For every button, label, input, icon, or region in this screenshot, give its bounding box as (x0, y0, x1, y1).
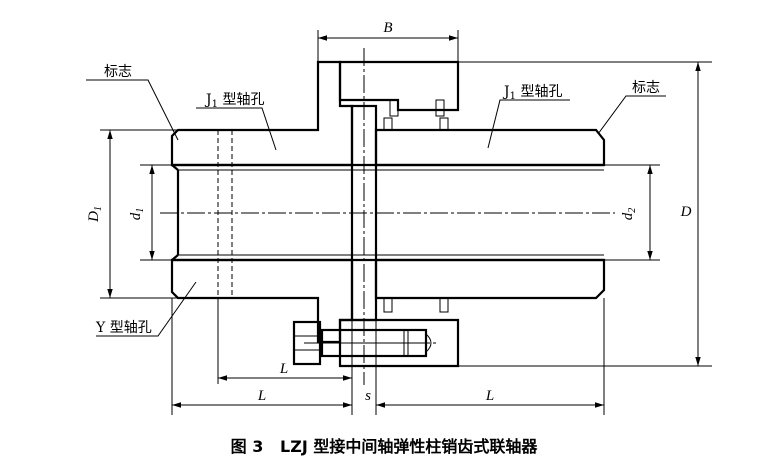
label-bore-y: Y 型轴孔 (95, 320, 152, 336)
dim-d1-label: d1 (128, 208, 146, 221)
dim-D1-label: D1 (86, 206, 104, 223)
right-hub-upper (374, 128, 606, 167)
dim-d-label: D (680, 204, 692, 220)
dim-b-label: B (383, 20, 392, 36)
seal-rings (383, 99, 449, 313)
outer-sleeve-upper (338, 60, 460, 112)
figure-caption: 图 3 LZJ 型接中间轴弹性柱销齿式联轴器 (231, 437, 539, 456)
dim-s-label: s (365, 388, 371, 404)
label-mark-left: 标志 (104, 64, 132, 80)
dim-l-inner-label: L (279, 361, 288, 377)
label-mark-right: 标志 (632, 80, 660, 96)
label-bore-j1-left: J1 型轴孔 (204, 92, 264, 110)
dim-l-left-label: L (257, 388, 266, 404)
right-hub-lower (374, 258, 606, 300)
dim-d2-label: d2 (620, 208, 638, 221)
left-hub-upper (170, 60, 354, 167)
label-bore-j1-right: J1 型轴孔 (502, 84, 562, 102)
dim-l-right-label: L (485, 388, 494, 404)
